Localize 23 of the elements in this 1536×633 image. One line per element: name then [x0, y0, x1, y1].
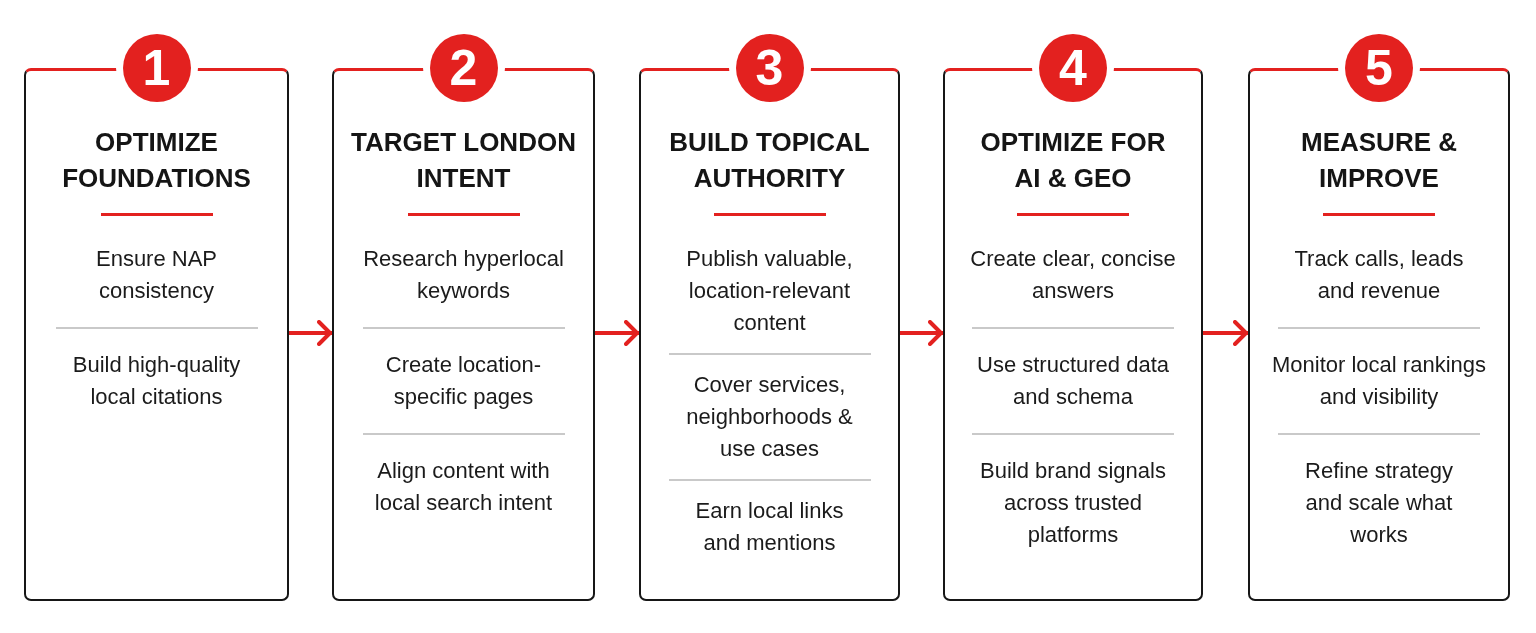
- arrow: [289, 320, 332, 346]
- step-item: Earn local links and mentions: [694, 497, 845, 557]
- step-heading: TARGET LONDON INTENT: [350, 126, 577, 195]
- step-item: Ensure NAP consistency: [94, 245, 219, 305]
- arrow: [900, 320, 943, 346]
- step-heading: MEASURE & IMPROVE: [1300, 126, 1458, 195]
- step-item: Monitor local rankings and visibility: [1271, 351, 1487, 411]
- step-item: Build brand signals across trusted platforms: [979, 457, 1167, 549]
- step-heading: OPTIMIZE FOUNDATIONS: [61, 126, 252, 195]
- step-item: Create clear, concise answers: [969, 245, 1177, 305]
- step-item: Align content with local search intent: [373, 457, 554, 517]
- step-item: Build high-quality local citations: [71, 351, 242, 411]
- step-item: Use structured data and schema: [976, 351, 1170, 411]
- step-item: Cover services, neighborhoods & use cases: [685, 371, 854, 463]
- arrow: [1203, 320, 1248, 346]
- step-item: Track calls, leads and revenue: [1293, 245, 1465, 305]
- step-item: Create location-specific pages: [384, 351, 543, 411]
- step-item: Publish valuable, location-relevant content: [685, 245, 854, 337]
- step-item: Research hyperlocal keywords: [362, 245, 565, 305]
- arrow: [595, 320, 639, 346]
- step-heading: OPTIMIZE FOR AI & GEO: [979, 126, 1167, 195]
- step-item: Refine strategy and scale what works: [1304, 457, 1454, 549]
- step-heading: BUILD TOPICAL AUTHORITY: [668, 126, 871, 195]
